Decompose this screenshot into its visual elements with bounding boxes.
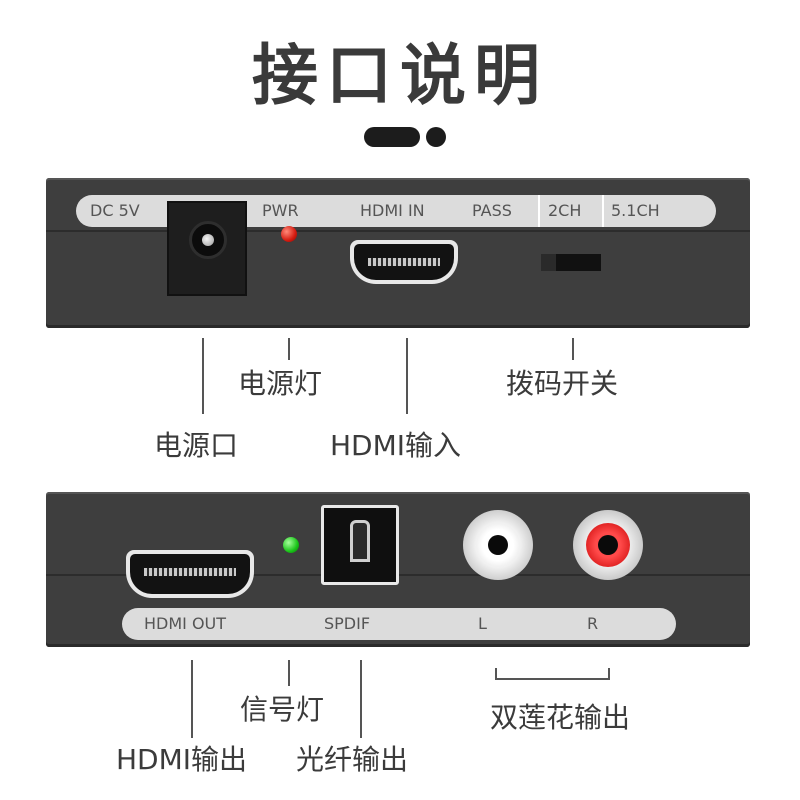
callout-hdmi-input: HDMI输入 [330,429,462,462]
label-hdmi-out: HDMI OUT [144,614,227,633]
label-pwr: PWR [262,201,299,220]
rca-right-hole [598,535,618,555]
label-l: L [478,614,487,633]
rca-right-port[interactable] [573,510,643,580]
strip-separator [538,195,540,227]
hdmi-pins [144,568,236,576]
callout-power-port: 电源口 [154,429,239,462]
callout-line [406,338,408,414]
strip-separator [602,195,604,227]
callout-rca-output: 双莲花输出 [490,701,631,734]
spdif-optical-port[interactable] [321,505,399,585]
title-decoration-dash [364,127,420,147]
callout-line [288,338,290,360]
callout-power-led: 电源灯 [238,367,323,400]
label-pass: PASS [472,201,512,220]
callout-line [191,660,193,738]
hdmi-in-port[interactable] [350,240,458,284]
dc-jack-pin [202,234,214,246]
label-2ch: 2CH [548,201,582,220]
rca-left-hole [488,535,508,555]
dip-switch-knob[interactable] [541,254,556,271]
callout-optical-output: 光纤输出 [296,743,409,776]
dip-switch[interactable] [541,254,601,271]
hdmi-out-port[interactable] [126,550,254,598]
label-5-1ch: 5.1CH [611,201,660,220]
callout-signal-led: 信号灯 [240,693,325,726]
label-r: R [587,614,599,633]
callout-line [288,660,290,686]
callout-dip-switch: 拨码开关 [506,367,619,400]
page-title: 接口说明 [252,37,548,114]
hdmi-pins [368,258,440,266]
spdif-slot [350,520,370,562]
rca-left-port[interactable] [463,510,533,580]
signal-led-icon [283,537,299,553]
label-spdif: SPDIF [324,614,371,633]
callout-hdmi-output: HDMI输出 [116,743,248,776]
callout-line [572,338,574,360]
label-hdmi-in: HDMI IN [360,201,425,220]
callout-line [202,338,204,414]
panel-ledge [46,230,750,232]
dc-power-jack[interactable] [167,201,247,296]
title-decoration-dot [426,127,446,147]
label-dc-5v: DC 5V [90,201,140,220]
power-led-icon [281,226,297,242]
callout-line [360,660,362,738]
bottom-label-strip [122,608,676,640]
rca-bracket [495,668,610,680]
